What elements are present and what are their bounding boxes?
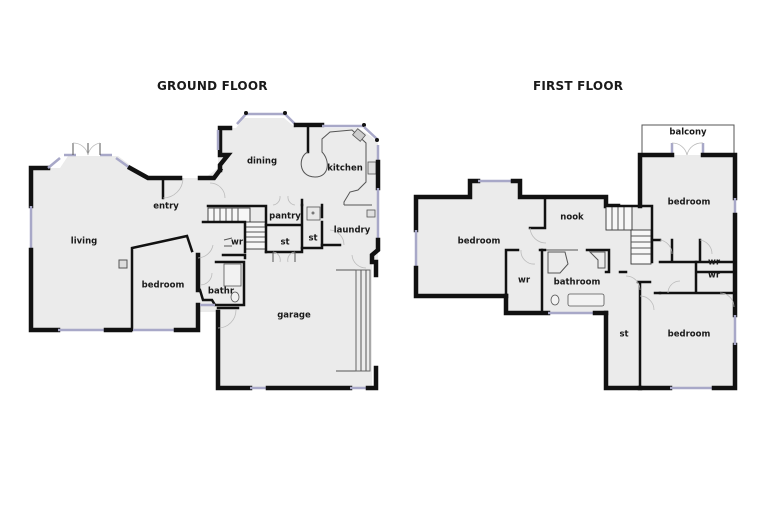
- dining-room: [209, 111, 379, 199]
- wr-pair: [658, 260, 737, 308]
- kitchen-room: [300, 124, 381, 240]
- first-floor-plan: balcony bedroom nook bedroom wr bathroom…: [413, 124, 738, 391]
- room-label-balcony: balcony: [669, 128, 707, 138]
- room-label-nook: nook: [560, 213, 584, 223]
- room-label-bathroom: bathroom: [554, 278, 601, 288]
- bathr-room: [198, 260, 246, 307]
- bedroom-northeast: [637, 152, 738, 318]
- room-label-dining: dining: [247, 157, 277, 167]
- garage-room: [215, 259, 379, 391]
- room-label-wr-1: wr: [708, 258, 721, 268]
- room-label-bedroom-southeast: bedroom: [668, 330, 711, 340]
- first-floor-staircase: [604, 204, 654, 265]
- room-label-wr-west: wr: [518, 276, 531, 286]
- room-label-entry: entry: [153, 202, 179, 212]
- living-room: [28, 142, 224, 333]
- first-floor-title: FIRST FLOOR: [533, 79, 624, 93]
- laundry-room: [329, 229, 381, 269]
- room-label-garage: garage: [277, 311, 311, 321]
- room-label-bedroom-northeast: bedroom: [668, 198, 711, 208]
- room-label-st-1: st: [280, 238, 289, 248]
- room-label-bathr: bathr: [208, 287, 235, 297]
- bedroom-ground: [130, 234, 214, 333]
- room-label-pantry: pantry: [269, 212, 301, 222]
- room-label-st-2: st: [308, 234, 317, 244]
- bathroom-block: [503, 248, 611, 316]
- room-label-living: living: [71, 237, 97, 247]
- room-label-kitchen: kitchen: [327, 164, 363, 174]
- ground-floor-plan: living entry dining kitchen pantry st st…: [28, 111, 381, 391]
- ground-floor-title: GROUND FLOOR: [157, 79, 268, 93]
- room-label-st: st: [619, 330, 628, 340]
- room-label-wr: wr: [231, 238, 244, 248]
- bedroom-southeast: [603, 270, 738, 391]
- room-label-bedroom-west: bedroom: [458, 237, 501, 247]
- ground-staircase: [201, 204, 268, 254]
- room-label-bedroom: bedroom: [142, 281, 185, 291]
- room-label-laundry: laundry: [334, 226, 371, 236]
- room-label-wr-2: wr: [708, 271, 721, 281]
- pantry-storage-block: [221, 195, 342, 263]
- balcony: [641, 124, 735, 156]
